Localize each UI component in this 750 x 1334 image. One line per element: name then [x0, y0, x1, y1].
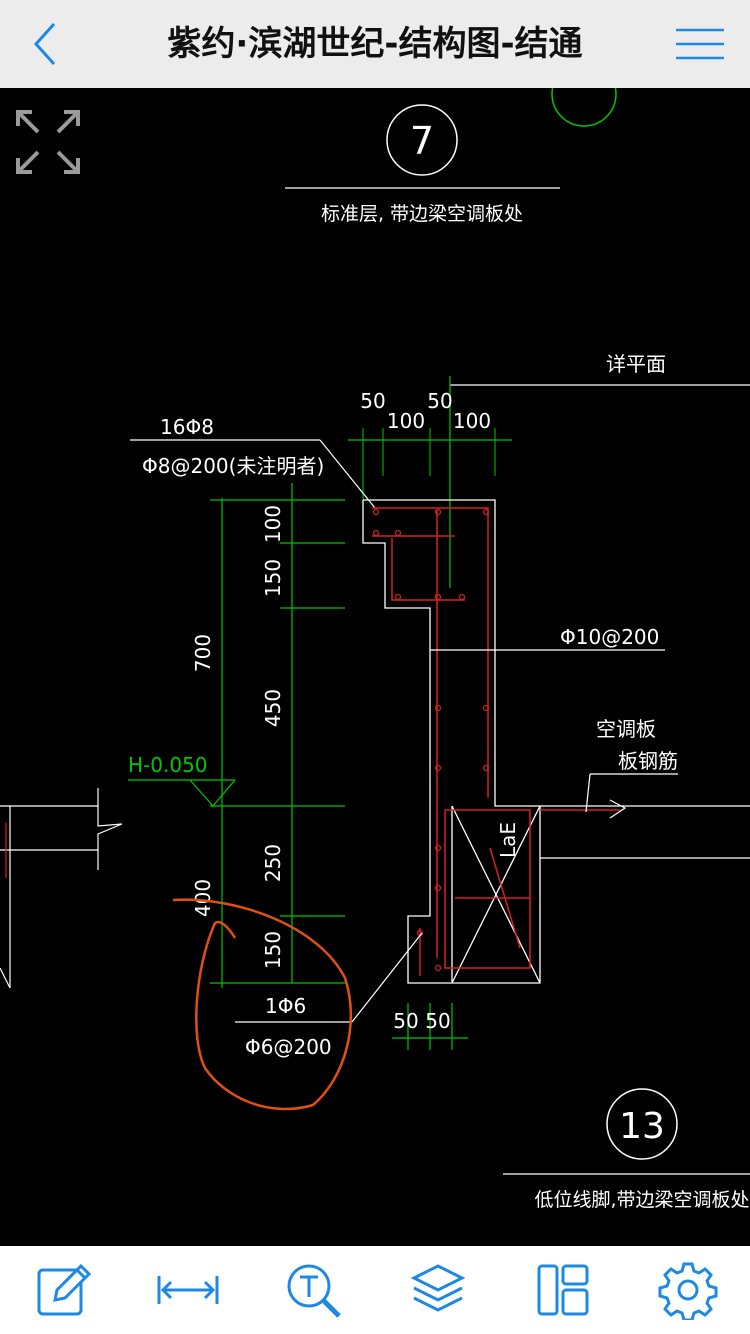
rebar-dots: [372, 508, 490, 972]
top-dimensions: 50 100 50 100: [348, 389, 512, 500]
fullscreen-button[interactable]: [14, 108, 82, 176]
left-dimension-chain: [210, 483, 345, 988]
rebar-lines: [372, 507, 620, 976]
layers-icon: [410, 1264, 465, 1312]
label-lae: LaE: [496, 822, 520, 858]
edit-icon: [37, 1263, 91, 1316]
label-phi8-200: Φ8@200(未注明者): [142, 454, 324, 478]
dim-100-vertical: 100: [261, 505, 285, 543]
label-phi10-200: Φ10@200: [560, 625, 659, 649]
label-16phi8: 16Φ8: [160, 415, 214, 439]
page-title: 紫约·滨湖世纪-结构图-结通: [167, 24, 583, 64]
edit-button[interactable]: [28, 1255, 98, 1325]
cad-drawing: 7 标准层, 带边梁空调板处 详平面 50 100 50 100 16Φ8 Φ8…: [0, 88, 750, 1211]
markup-annotation-circle: [172, 898, 353, 1111]
dim-700-vertical: 700: [191, 634, 215, 672]
bottom-toolbar: [0, 1246, 750, 1334]
label-ac-slab: 空调板: [596, 717, 656, 741]
app-header: 紫约·滨湖世纪-结构图-结通: [0, 0, 750, 88]
dim-250-vertical: 250: [261, 844, 285, 882]
dim-150b-vertical: 150: [261, 931, 285, 969]
layout-button[interactable]: [528, 1255, 598, 1325]
dim-450-vertical: 450: [261, 689, 285, 727]
measure-icon: [157, 1276, 218, 1304]
label-slab-rebar: 板钢筋: [618, 749, 678, 773]
label-phi6-200: Φ6@200: [245, 1035, 332, 1059]
left-slab: [0, 788, 123, 989]
dim-50-a: 50: [360, 389, 385, 413]
plan-ref-label: 详平面: [606, 352, 666, 376]
dim-bottom-50-a: 50: [393, 1009, 418, 1033]
elevation-label: H-0.050: [128, 753, 208, 777]
layers-button[interactable]: [403, 1255, 473, 1325]
back-chevron-icon: [33, 22, 56, 66]
dim-150-vertical: 150: [261, 559, 285, 597]
dim-50-b: 50: [427, 389, 452, 413]
menu-button[interactable]: [660, 14, 728, 74]
label-1phi6: 1Φ6: [265, 994, 306, 1018]
dim-400-vertical: 400: [191, 879, 215, 917]
text-search-button[interactable]: [278, 1255, 348, 1325]
detail-7-caption: 标准层, 带边梁空调板处: [321, 203, 523, 225]
back-button[interactable]: [22, 14, 82, 74]
bottom-dimensions: [392, 1003, 468, 1050]
text-search-icon: [287, 1264, 341, 1318]
detail-7-number: 7: [410, 119, 434, 163]
dim-100-b: 100: [453, 409, 491, 433]
settings-button[interactable]: [653, 1255, 723, 1325]
green-marker-circle: [551, 88, 617, 127]
measure-button[interactable]: [153, 1255, 223, 1325]
gear-icon: [658, 1262, 717, 1320]
dim-bottom-50-b: 50: [425, 1009, 450, 1033]
detail-13-marker: 13 低位线脚,带边梁空调板处: [503, 1088, 750, 1211]
detail-13-number: 13: [619, 1106, 665, 1147]
detail-13-caption: 低位线脚,带边梁空调板处: [534, 1189, 749, 1211]
layout-icon: [537, 1264, 588, 1316]
detail-7-marker: 7 标准层, 带边梁空调板处: [285, 104, 560, 225]
drawing-canvas[interactable]: 7 标准层, 带边梁空调板处 详平面 50 100 50 100 16Φ8 Φ8…: [0, 88, 750, 1246]
dim-100-a: 100: [387, 409, 425, 433]
expand-arrows-icon: [16, 110, 80, 174]
beam-section-outline: [362, 499, 750, 984]
hamburger-menu-icon: [676, 28, 724, 60]
